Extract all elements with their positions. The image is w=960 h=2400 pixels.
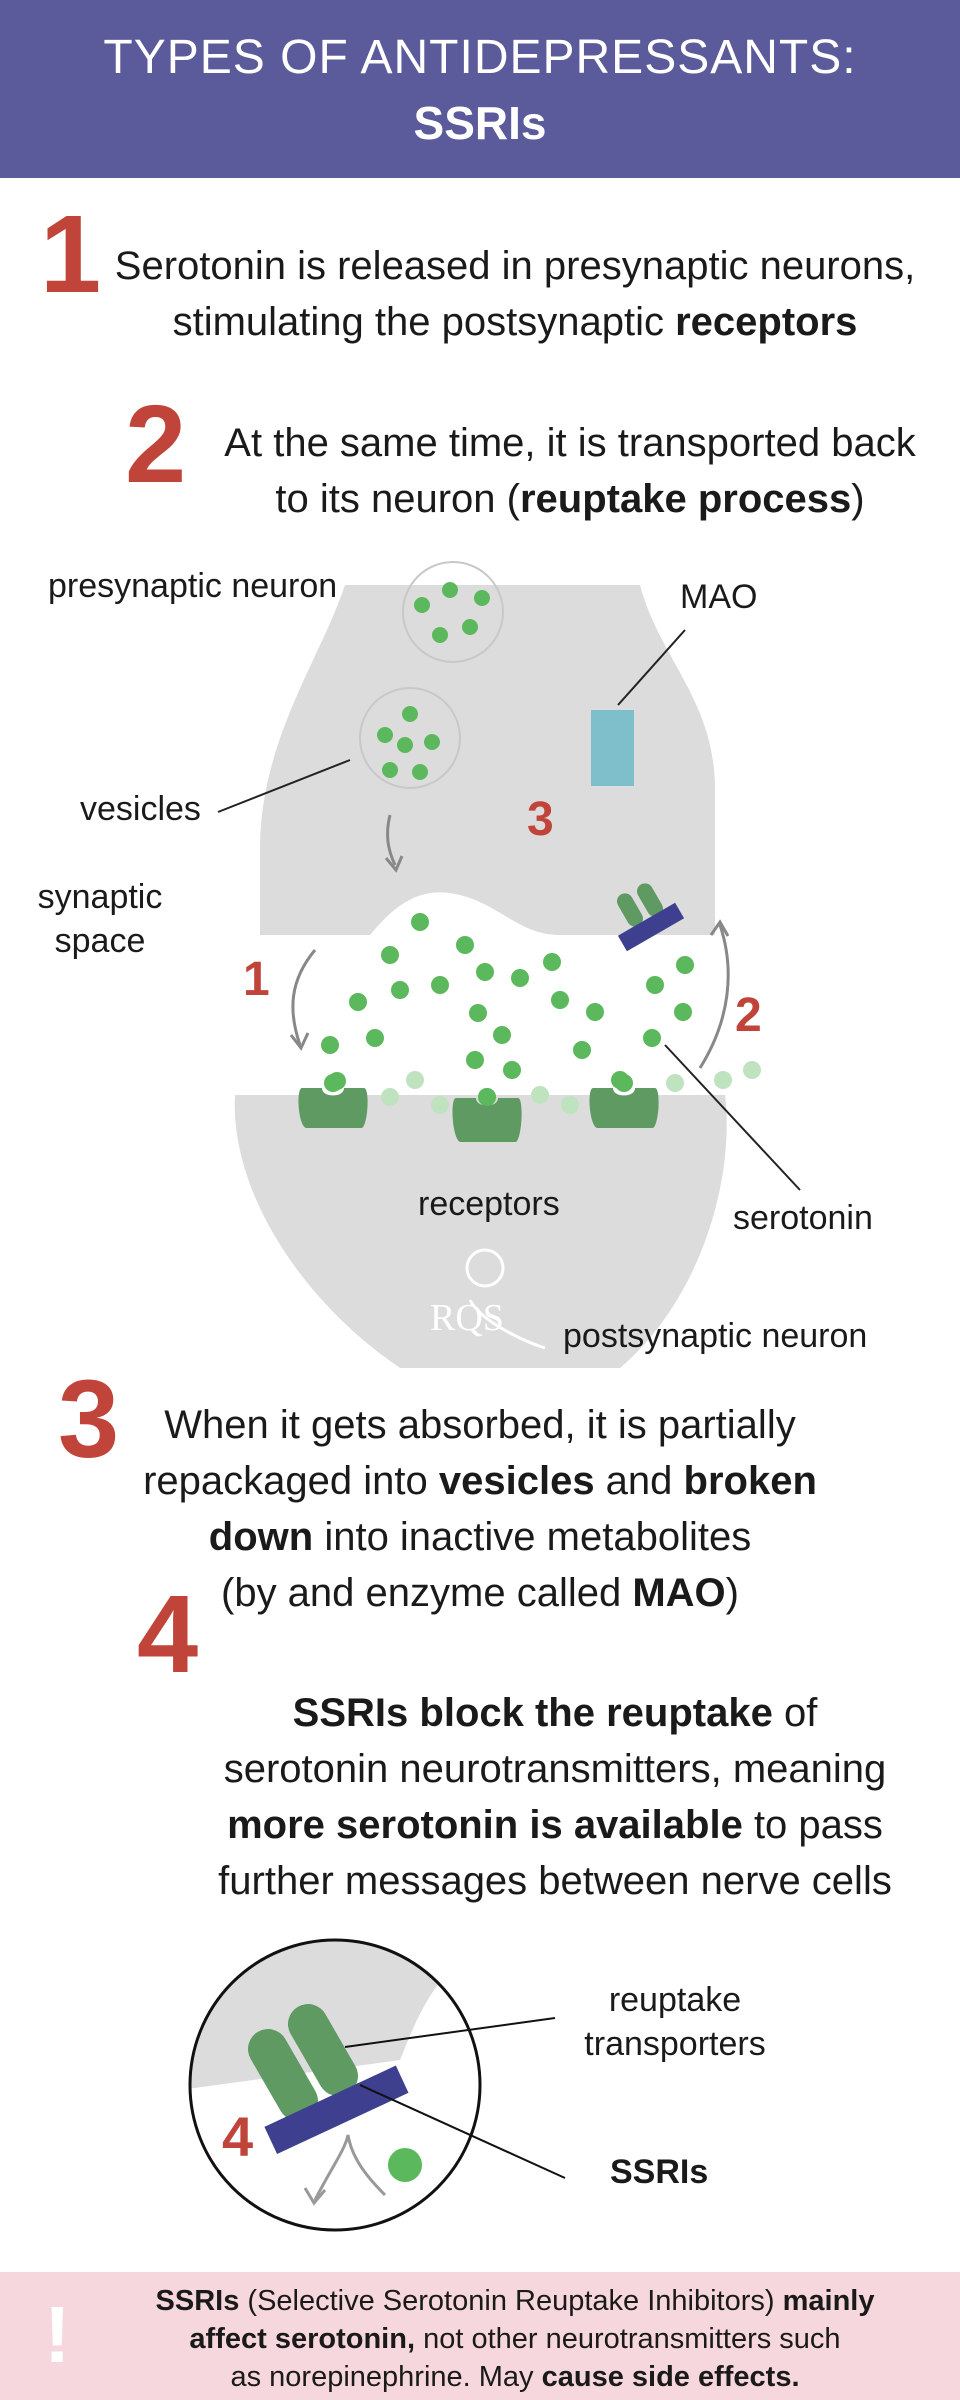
ssri-blocker (264, 2065, 409, 2155)
arrow-1 (291, 949, 317, 1046)
postsynaptic-label: postsynaptic neuron (563, 1317, 868, 1355)
title-line-2: SSRIs (413, 97, 547, 149)
mao-enzyme (591, 710, 634, 786)
mao-label: MAO (680, 578, 758, 616)
vesicle-top-dots (414, 582, 490, 643)
step-2-number: 2 (125, 383, 187, 506)
arrow-2 (698, 924, 730, 1069)
presynaptic-neuron-shape (260, 585, 715, 935)
step-1-number: 1 (40, 193, 102, 316)
step-1-text: Serotonin is released in presynaptic neu… (114, 244, 916, 344)
step-3-text: When it gets absorbed, it is partially r… (143, 1403, 817, 1615)
receptors-group (298, 1088, 659, 1142)
ssris-leader (359, 2084, 566, 2179)
step-4-number: 4 (137, 1573, 199, 1696)
zoom-transporters (248, 2004, 358, 2121)
transporters-leader (344, 2017, 556, 2048)
diagram-number-2: 2 (735, 989, 762, 1042)
diagram-number-1: 1 (243, 953, 270, 1006)
postsynaptic-neuron-shape (234, 1095, 727, 1368)
serotonin-molecules (321, 913, 694, 1106)
footer-text: SSRIs (Selective Serotonin Reuptake Inhi… (155, 2285, 875, 2393)
logo-text: RQS (430, 1297, 504, 1339)
release-arrow (386, 814, 397, 866)
serotonin-faded (381, 1061, 761, 1114)
footer-note: ! SSRIs (Selective Serotonin Reuptake In… (0, 2272, 960, 2400)
reuptake-transporter (617, 883, 685, 952)
mao-leader (617, 629, 686, 706)
step-3-number: 3 (58, 1358, 120, 1481)
vesicles-leader (217, 759, 351, 813)
vesicle-middle-dots (377, 706, 440, 780)
vesicles-label: vesicles (80, 790, 201, 828)
step-4-text: SSRIs block the reuptake of serotonin ne… (218, 1691, 892, 1903)
receptors-label: receptors (418, 1185, 560, 1223)
header-banner: TYPES OF ANTIDEPRESSANTS: SSRIs (0, 0, 960, 178)
zoom-circle (188, 1938, 482, 2232)
zoom-serotonin (388, 2148, 422, 2182)
exclamation-icon: ! (44, 2290, 71, 2379)
step-2-text: At the same time, it is transported back… (224, 421, 916, 521)
zoom-blocked-arrow (313, 2134, 387, 2201)
diagram-number-3: 3 (527, 793, 554, 846)
vesicle-middle (359, 687, 461, 789)
title-line-1: TYPES OF ANTIDEPRESSANTS: (103, 31, 857, 84)
presynaptic-label: presynaptic neuron (48, 567, 338, 605)
rqs-logo-mark (465, 1248, 546, 1350)
ssris-label: SSRIs (610, 2153, 709, 2191)
zoom-number-4: 4 (222, 2105, 254, 2168)
vesicle-top (402, 561, 504, 663)
serotonin-leader (664, 1044, 801, 1191)
serotonin-label: serotonin (733, 1199, 873, 1237)
